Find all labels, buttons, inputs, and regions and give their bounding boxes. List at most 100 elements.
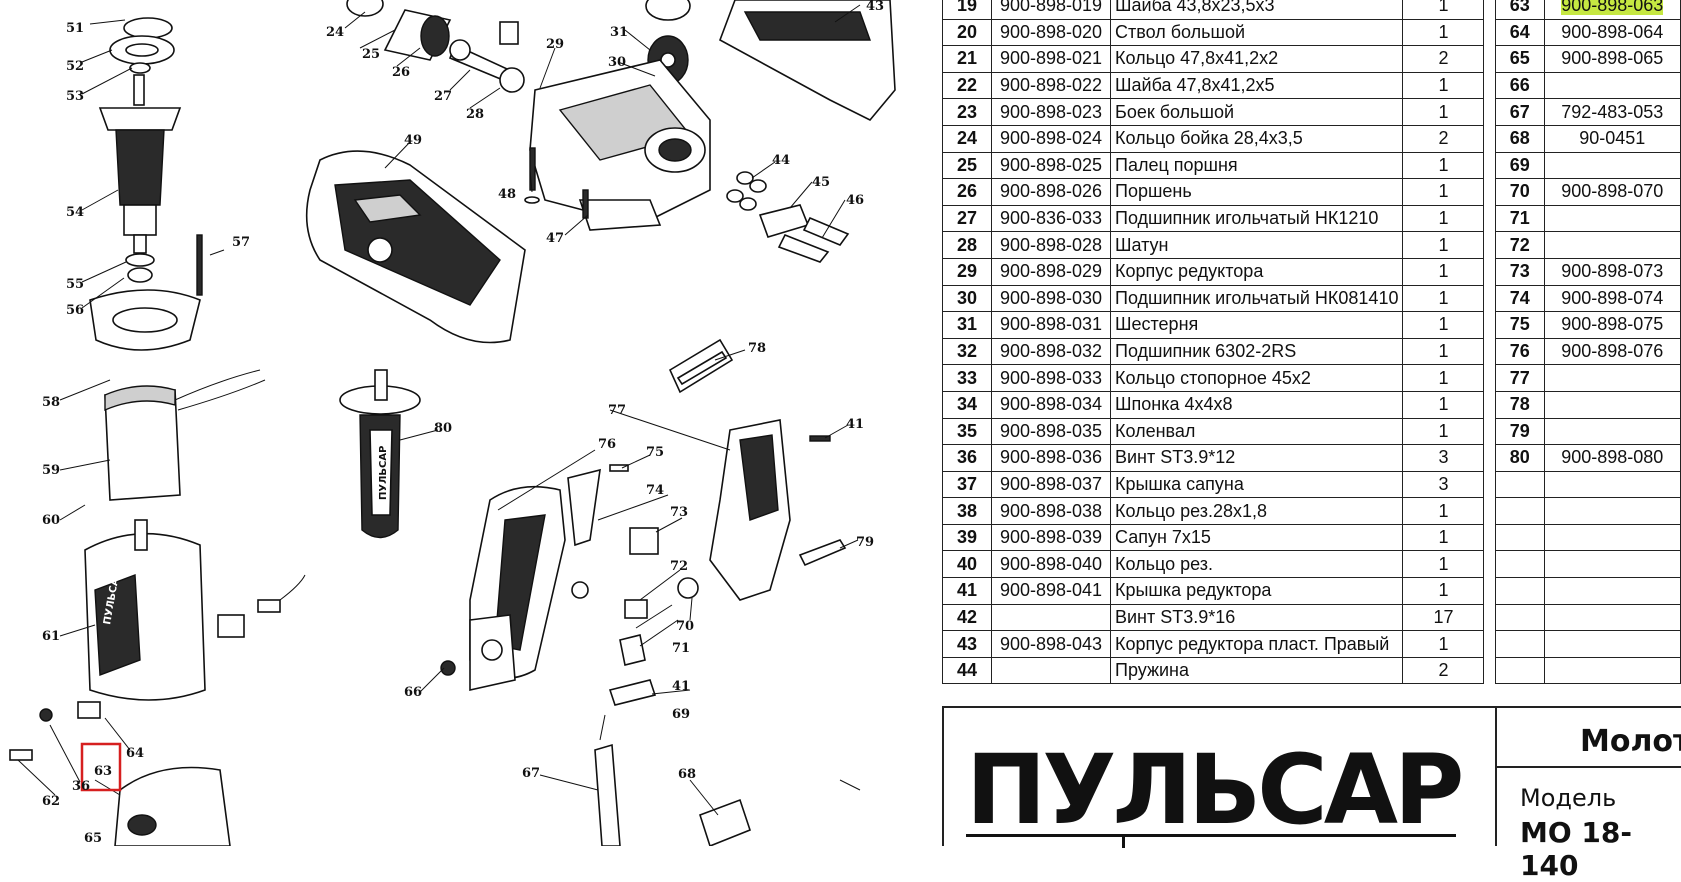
part-number: 34 — [942, 390, 992, 419]
part-number — [1495, 523, 1545, 552]
part-quantity: 1 — [1402, 417, 1485, 446]
part-number — [1495, 656, 1545, 685]
article-code — [1543, 497, 1681, 525]
part-quantity: 3 — [1402, 470, 1485, 499]
callout: 72 — [670, 559, 688, 574]
callout: 69 — [672, 707, 690, 722]
callout: 55 — [66, 277, 84, 292]
callout: 80 — [434, 421, 452, 436]
part-quantity: 1 — [1402, 497, 1485, 525]
callout: 68 — [678, 767, 696, 782]
article-code: 900-898-020 — [991, 18, 1111, 47]
part-number: 75 — [1495, 311, 1545, 339]
part-quantity: 1 — [1402, 337, 1485, 366]
part-number: 32 — [942, 337, 992, 366]
part-number: 74 — [1495, 284, 1545, 313]
title-block: ПУЛЬСАР Молот Модель МО 18-140 — [940, 706, 1681, 882]
callout: 41 — [846, 417, 864, 432]
callout: 59 — [42, 463, 60, 478]
part-number — [1495, 550, 1545, 579]
part-number: 68 — [1495, 124, 1545, 153]
table-row: 66 — [1495, 71, 1681, 100]
title-block-frame — [942, 706, 1681, 846]
part-name: Кольцо стопорное 45х2 — [1109, 364, 1404, 392]
table-row — [1495, 577, 1681, 605]
article-code: 900-898-040 — [991, 550, 1111, 579]
callout: 66 — [404, 685, 422, 700]
article-code: 900-898-031 — [991, 311, 1111, 339]
part-number — [1495, 603, 1545, 632]
part-name: Подшипник 6302-2RS — [1109, 337, 1404, 366]
part-number: 77 — [1495, 364, 1545, 392]
table-row — [1495, 550, 1681, 579]
article-code — [1543, 204, 1681, 233]
part-quantity: 3 — [1402, 444, 1485, 472]
part-number: 43 — [942, 630, 992, 658]
article-code: 900-898-073 — [1543, 257, 1681, 286]
callout: 75 — [646, 445, 664, 460]
part-number — [1495, 630, 1545, 658]
part-quantity: 1 — [1402, 151, 1485, 180]
handle-cover — [305, 150, 526, 344]
part-name: Винт ST3.9*12 — [1109, 444, 1404, 472]
article-code: 900-898-024 — [991, 124, 1111, 153]
part-quantity: 2 — [1402, 656, 1485, 685]
callout: 31 — [610, 25, 628, 40]
callout: 46 — [846, 193, 864, 208]
part-name: Кольцо бойка 28,4х3,5 — [1109, 124, 1404, 153]
part-name: Сапун 7х15 — [1109, 523, 1404, 552]
brand-logo: ПУЛЬСАР — [966, 734, 1464, 846]
part-number: 65 — [1495, 45, 1545, 73]
part-number: 36 — [942, 444, 992, 472]
part-name: Пружина — [1109, 656, 1404, 685]
part-number: 42 — [942, 603, 992, 632]
callout: 25 — [362, 47, 380, 62]
part-quantity: 1 — [1402, 523, 1485, 552]
callout: 41 — [672, 679, 690, 694]
table-row: 71 — [1495, 204, 1681, 233]
callout: 62 — [42, 794, 60, 809]
table-row — [1495, 603, 1681, 632]
part-number: 21 — [942, 45, 992, 73]
callout: 58 — [42, 395, 60, 410]
part-quantity: 1 — [1402, 311, 1485, 339]
part-number: 23 — [942, 98, 992, 126]
part-quantity: 1 — [1402, 204, 1485, 233]
part-quantity: 1 — [1402, 550, 1485, 579]
article-code: 900-898-029 — [991, 257, 1111, 286]
article-code: 900-898-022 — [991, 71, 1111, 100]
callout-numbers: 24 25 26 27 28 29 30 31 43 44 45 46 47 4… — [42, 0, 884, 846]
table-row — [1495, 470, 1681, 499]
table-row: 77 — [1495, 364, 1681, 392]
part-number: 69 — [1495, 151, 1545, 180]
part-number: 64 — [1495, 18, 1545, 47]
part-number: 30 — [942, 284, 992, 313]
article-code: 900-898-033 — [991, 364, 1111, 392]
table-row: 72 — [1495, 231, 1681, 259]
callout: 54 — [66, 205, 84, 220]
article-code: 900-898-030 — [991, 284, 1111, 313]
callout: 43 — [866, 0, 884, 14]
callout: 48 — [498, 187, 516, 202]
article-code: 900-898-080 — [1543, 444, 1681, 472]
